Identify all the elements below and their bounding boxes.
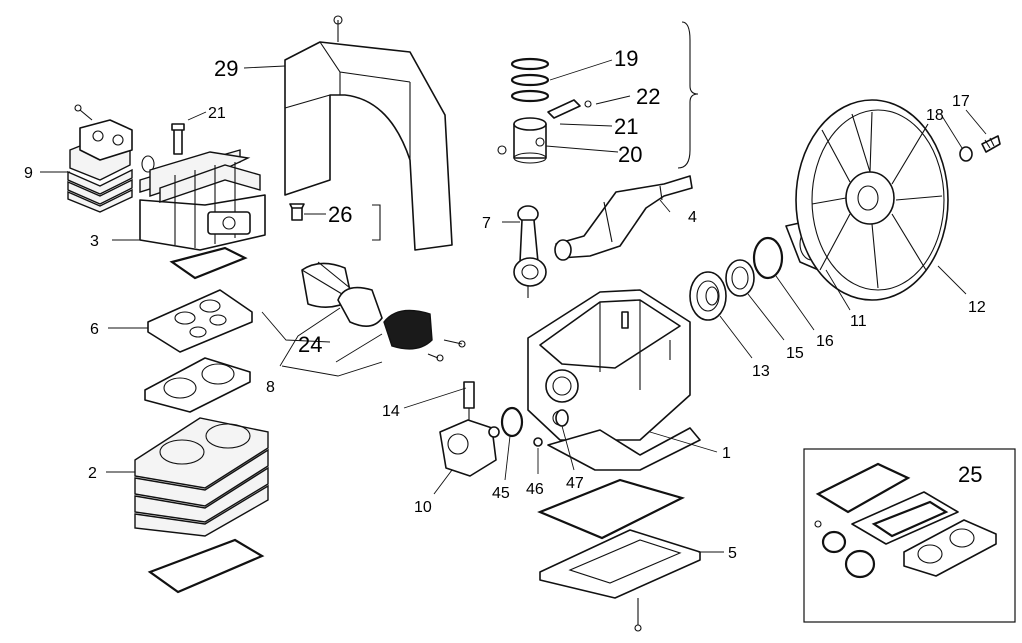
callout-11: 11	[850, 313, 867, 330]
part-29-shroud	[284, 15, 453, 251]
part-14-pin	[463, 381, 475, 420]
piston-rings-19	[510, 57, 550, 103]
callout-29: 29	[214, 56, 238, 81]
callout-19: 19	[614, 46, 638, 71]
piston-20	[497, 117, 547, 164]
callout-13: 13	[752, 363, 770, 380]
part-12-flywheel	[795, 99, 949, 301]
callout-15: 15	[786, 345, 804, 362]
callout-47: 47	[566, 475, 584, 492]
part-26-plug	[289, 203, 305, 221]
part-24-air-filter	[301, 261, 466, 362]
callout-5: 5	[728, 545, 737, 562]
part-16-oring	[752, 236, 784, 280]
callout-9: 9	[24, 165, 33, 182]
callout-24: 24	[298, 332, 322, 357]
part-15-seal	[725, 259, 755, 297]
part-2-cylinder-block	[134, 417, 269, 537]
callout-21-right: 21	[614, 114, 638, 139]
callout-6: 6	[90, 321, 99, 338]
part-3-cylinder-head	[139, 123, 266, 251]
part-6-valve-plate	[147, 289, 253, 353]
wrist-pin-21	[547, 99, 592, 119]
callout-3: 3	[90, 233, 99, 250]
callout-22: 22	[636, 84, 660, 109]
cylinder-base-gasket	[147, 538, 265, 594]
callout-17: 17	[952, 93, 970, 110]
part-7-connecting-rod	[513, 205, 547, 298]
part-18-washer	[959, 146, 973, 162]
head-gasket-small	[169, 246, 248, 280]
part-1-crankcase	[527, 289, 701, 471]
callout-4: 4	[688, 209, 697, 226]
part-17-screw	[981, 135, 1001, 153]
callout-25: 25	[958, 462, 982, 487]
callout-20: 20	[618, 142, 642, 167]
part-47-plug	[555, 409, 569, 427]
part-46-screw	[533, 437, 543, 447]
callout-2: 2	[88, 465, 97, 482]
leader-lines	[40, 59, 987, 553]
callout-45: 45	[492, 485, 510, 502]
part-4-crankshaft	[554, 175, 693, 261]
part-10-valve-body	[439, 419, 500, 477]
callout-14: 14	[382, 403, 400, 420]
callout-16: 16	[816, 333, 834, 350]
callout-18: 18	[926, 107, 944, 124]
callout-7: 7	[482, 215, 491, 232]
callout-46: 46	[526, 481, 544, 498]
callout-21-left: 21	[208, 105, 226, 122]
part-9-head-block	[67, 104, 155, 213]
callout-8: 8	[266, 379, 275, 396]
part-13-bearing	[689, 271, 727, 321]
part-25-gasket-kit	[803, 448, 1016, 623]
bracket-group	[677, 21, 699, 169]
cylinder-gasket	[144, 357, 251, 413]
part-45-oring	[500, 406, 524, 438]
callout-12: 12	[968, 299, 986, 316]
callout-26: 26	[328, 202, 352, 227]
part-5-base-plate	[537, 478, 701, 632]
callout-labels: 9 21 3 6 2 29 26 24 8 14 10 45 46 47 1 5…	[24, 46, 986, 562]
callout-10: 10	[414, 499, 432, 516]
callout-1: 1	[722, 445, 731, 462]
